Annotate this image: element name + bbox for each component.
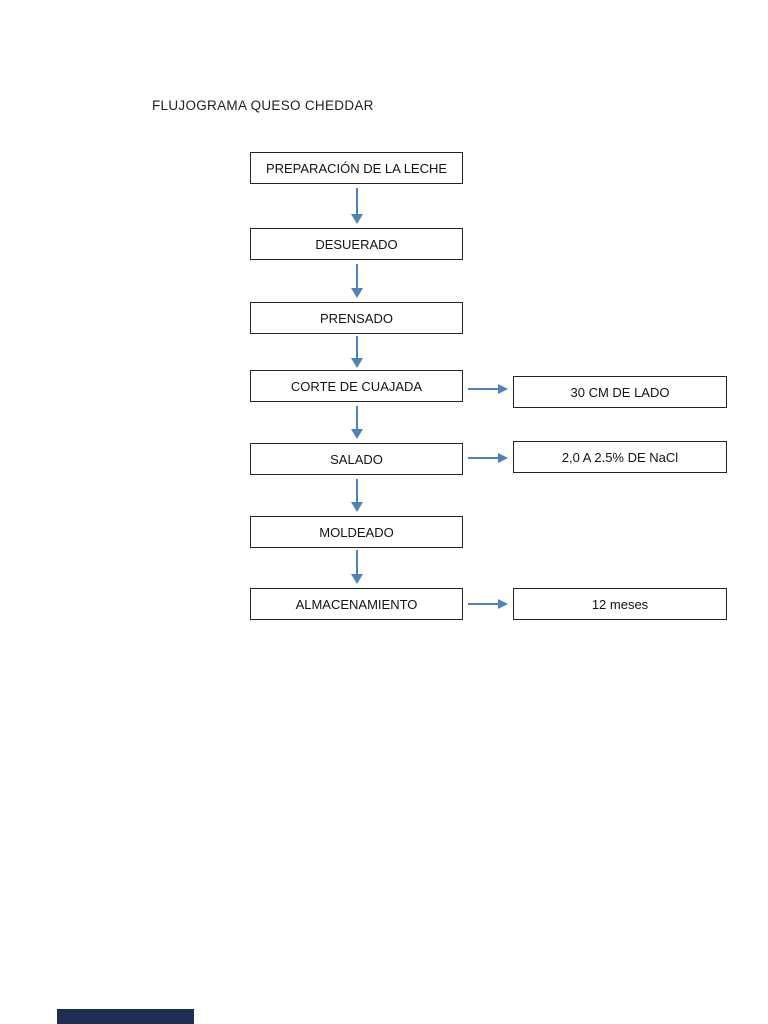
step-label: PREPARACIÓN DE LA LECHE <box>265 160 448 176</box>
step-label: DESUERADO <box>315 236 398 252</box>
note-box-nacl: 2,0 A 2.5% DE NaCl <box>513 441 727 473</box>
step-box-moldeado: MOLDEADO <box>250 516 463 548</box>
step-box-desuerado: DESUERADO <box>250 228 463 260</box>
right-arrow-icon <box>468 598 508 610</box>
step-label: ALMACENAMIENTO <box>295 596 418 612</box>
note-box-30-cm-de-lado: 30 CM DE LADO <box>513 376 727 408</box>
down-arrow-icon <box>350 550 364 584</box>
note-label: 12 meses <box>591 596 649 612</box>
right-arrow-icon <box>468 383 508 395</box>
step-box-corte-de-cuajada: CORTE DE CUAJADA <box>250 370 463 402</box>
down-arrow-icon <box>350 479 364 512</box>
footer-bar <box>57 1009 194 1024</box>
step-label: PRENSADO <box>320 310 393 326</box>
note-box-12-meses: 12 meses <box>513 588 727 620</box>
step-box-almacenamiento: ALMACENAMIENTO <box>250 588 463 620</box>
step-label: MOLDEADO <box>319 524 394 540</box>
down-arrow-icon <box>350 188 364 224</box>
step-box-salado: SALADO <box>250 443 463 475</box>
note-label: 2,0 A 2.5% DE NaCl <box>561 449 679 465</box>
step-box-prensado: PRENSADO <box>250 302 463 334</box>
down-arrow-icon <box>350 264 364 298</box>
page-title: FLUJOGRAMA QUESO CHEDDAR <box>152 98 374 113</box>
down-arrow-icon <box>350 336 364 368</box>
note-label: 30 CM DE LADO <box>570 384 670 400</box>
step-label: SALADO <box>330 451 383 467</box>
down-arrow-icon <box>350 406 364 439</box>
step-box-preparacion-de-la-leche: PREPARACIÓN DE LA LECHE <box>250 152 463 184</box>
step-label: CORTE DE CUAJADA <box>290 378 423 394</box>
right-arrow-icon <box>468 452 508 464</box>
